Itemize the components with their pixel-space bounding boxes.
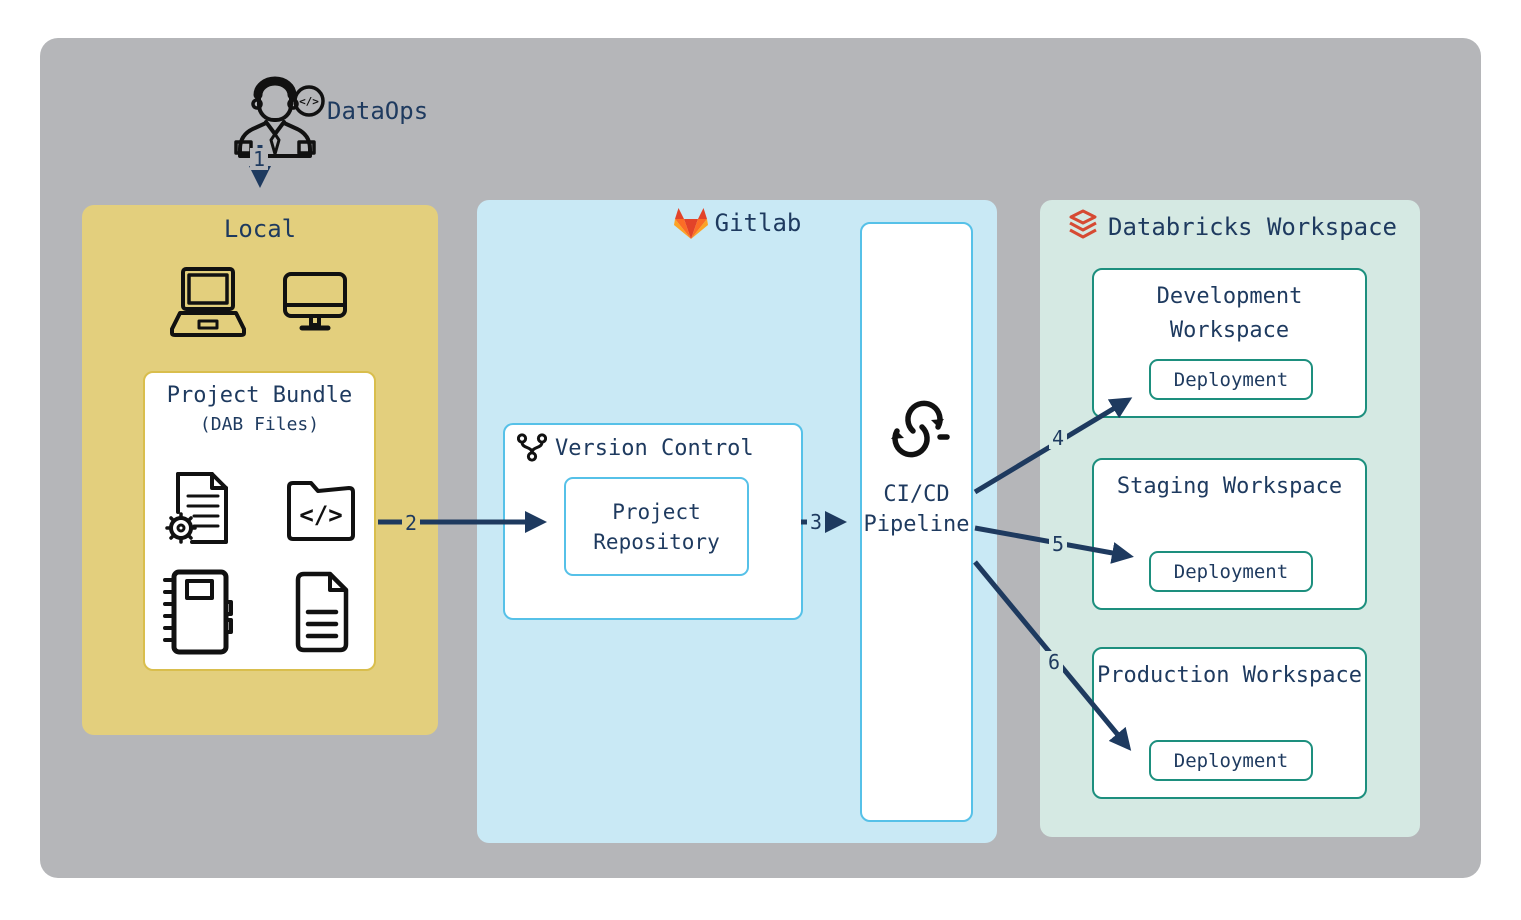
dataops-developer-icon: </>	[225, 72, 325, 158]
cicd-pipeline-label: CI/CD Pipeline	[863, 482, 970, 537]
person-ear-left	[251, 98, 263, 110]
production-workspace-title: Production Workspace	[1097, 663, 1362, 688]
development-workspace-box: Development Workspace Deployment	[1092, 268, 1367, 418]
gitlab-section: Gitlab Version Control Project Repositor…	[477, 200, 997, 843]
flow-label-5: 5	[1049, 533, 1067, 555]
flow-label-3: 3	[807, 511, 825, 533]
code-badge-circle	[293, 85, 325, 117]
document-icon	[295, 571, 349, 653]
svg-text:</>: </>	[299, 501, 342, 529]
flow-label-2: 2	[402, 512, 420, 534]
version-control-box: Version Control Project Repository	[503, 423, 803, 620]
notebook-icon	[163, 569, 233, 655]
databricks-title: Databricks Workspace	[1108, 213, 1397, 241]
project-bundle-box: Project Bundle (DAB Files)	[143, 371, 376, 671]
flow-label-6: 6	[1045, 651, 1063, 673]
databricks-section: Databricks Workspace Development Workspa…	[1040, 200, 1420, 837]
flow-label-1: 1	[250, 148, 268, 170]
person-cuff-left	[234, 140, 253, 155]
flow-label-4: 4	[1049, 427, 1067, 449]
development-workspace-title: Development Workspace	[1156, 284, 1303, 343]
gitlab-fox-logo	[673, 208, 708, 239]
person-hair	[253, 76, 297, 100]
local-section: Local Project Bundle (DAB Files)	[82, 205, 438, 735]
staging-workspace-box: Staging Workspace Deployment	[1092, 458, 1367, 610]
person-shoulders	[238, 121, 312, 158]
project-repository-box: Project Repository	[564, 477, 749, 576]
monitor-icon	[283, 272, 347, 331]
gitlab-title: Gitlab	[714, 209, 802, 237]
config-file-icon	[165, 472, 228, 544]
person-tie	[269, 132, 281, 156]
development-deployment-box: Deployment	[1149, 359, 1313, 400]
git-branch-icon	[517, 433, 547, 462]
person-cuff-right	[297, 140, 316, 155]
project-bundle-subtitle: (DAB Files)	[199, 414, 320, 435]
code-folder-icon: </>	[287, 481, 355, 541]
project-bundle-title: Project Bundle	[166, 383, 353, 408]
production-workspace-box: Production Workspace Deployment	[1092, 647, 1367, 799]
code-badge-glyph: </>	[299, 95, 319, 108]
cicd-pipeline-box: CI/CD Pipeline	[860, 222, 973, 822]
person-collar	[264, 120, 286, 136]
sync-arrows-icon	[890, 400, 950, 458]
version-control-title: Version Control	[555, 435, 754, 461]
staging-workspace-title: Staging Workspace	[1116, 474, 1343, 499]
production-deployment-box: Deployment	[1149, 740, 1313, 781]
local-title: Local	[223, 215, 297, 243]
staging-deployment-box: Deployment	[1149, 551, 1313, 592]
databricks-logo	[1069, 209, 1097, 239]
dataops-label: DataOps	[327, 97, 429, 125]
laptop-icon	[170, 267, 246, 337]
